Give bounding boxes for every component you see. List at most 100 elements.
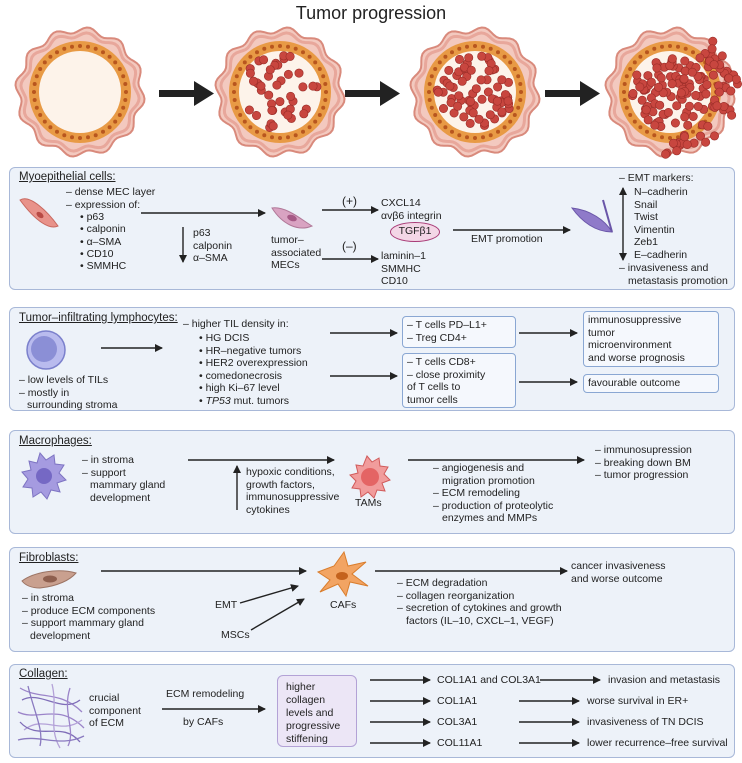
tams-label: TAMs [355, 497, 382, 509]
mec-downregulated-list: p63 calponin α–SMA [193, 227, 232, 265]
collagen-left-line: component [89, 704, 141, 717]
stiff-line: levels and [286, 707, 334, 719]
macrophage-icon [21, 451, 67, 500]
tam-mec-label: tumor– associated MECs [271, 234, 321, 272]
emt-up-list: N–cadherin Snail Twist Vimentin Zeb1 E–c… [634, 186, 688, 261]
til-density-list: • HG DCIS • HR–negative tumors • HER2 ov… [199, 332, 308, 407]
caf-effects: – ECM degradation – collagen reorganizat… [397, 577, 562, 627]
invasiveness-text: – invasiveness and metastasis promotion [619, 262, 728, 287]
caf-effect-line: – collagen reorganization [397, 589, 515, 602]
remodel-label-bottom: by CAFs [183, 716, 224, 728]
macrophage-outcome: – immunosupression – breaking down BM – … [595, 444, 692, 482]
mec-marker: • CD10 [80, 247, 114, 260]
up-item: CXCL14 [381, 197, 421, 209]
emt-up-item: Snail [634, 198, 658, 211]
caf-effect-line: factors (IL–10, CXCL–1, VEGF) [406, 614, 554, 627]
mec-marker: • SMMHC [80, 260, 127, 273]
factor-line: cytokines [246, 503, 290, 516]
arrow-icon [345, 81, 400, 106]
tam-mec-cell-icon [271, 207, 314, 229]
box-line: – T cells CD8+ [407, 356, 476, 368]
tam-mec-label-line: tumor– [271, 234, 304, 246]
til-left-text: – low levels of TILs – mostly in surroun… [19, 374, 117, 412]
factor-line: immunosuppressive [246, 491, 340, 503]
box-line: – close proximity [407, 368, 486, 381]
gene-col3a1: COL3A1 [437, 716, 478, 728]
emt-cell-icon [570, 199, 613, 233]
factor-line: growth factors, [246, 478, 315, 491]
caf-effect-line: – ECM degradation [397, 577, 488, 589]
emt-up-item: Zeb1 [634, 236, 658, 248]
gene-col1a1-col3a1: COL1A1 and COL3A1 [437, 674, 541, 686]
upregulated-list: CXCL14 αvβ6 integrin [381, 197, 442, 222]
box-line: – Treg CD4+ [407, 331, 467, 344]
gene-col11a1: COL11A1 [437, 737, 483, 749]
fibro-outcome-line: cancer invasiveness [571, 560, 666, 572]
panel-myoepithelial [9, 167, 735, 290]
macro-left-line: development [90, 491, 151, 504]
til-density-title: – higher TIL density in: [183, 318, 289, 330]
macro-outcome-line: – immunosupression [595, 444, 692, 456]
stiff-line: stiffening [286, 733, 328, 745]
macro-left-line: – in stroma [82, 454, 134, 466]
til-heading: Tumor–infiltrating lymphocytes: [19, 312, 178, 324]
collagen-left-line: of ECM [89, 717, 125, 729]
outcome-recurrence: lower recurrence–free survival [587, 737, 728, 749]
low-item: SMMHC [381, 262, 421, 275]
caf-effect-line: – secretion of cytokines and growth [397, 602, 562, 614]
low-list: laminin–1 SMMHC CD10 [381, 250, 426, 288]
page-title: Tumor progression [295, 3, 447, 23]
outcome-line: tumor [588, 326, 615, 339]
fibro-left-line: – support mammary gland [22, 617, 144, 629]
plus-sign: (+) [342, 194, 357, 208]
mec-description: – dense MEC layer – expression of: [66, 186, 155, 211]
fibroblast-outcome: cancer invasiveness and worse outcome [571, 560, 666, 585]
macro-left-line: mammary gland [90, 479, 166, 491]
til-outcome-immunosuppressive: immunosuppressive tumor microenvironment… [583, 311, 719, 367]
fibroblasts-heading: Fibroblasts: [19, 552, 79, 564]
til-left-line: – low levels of TILs [19, 374, 109, 386]
macro-outcome-line: – tumor progression [595, 469, 689, 481]
macro-outcome-line: – breaking down BM [595, 456, 691, 469]
mec-cell-icon [19, 198, 59, 228]
collagen-stiffening-box: higher collagen levels and progressive s… [277, 675, 357, 747]
box-line: – T cells PD–L1+ [407, 319, 487, 331]
til-left-line: surrounding stroma [27, 399, 118, 411]
factor-line: hypoxic conditions, [246, 466, 335, 478]
effect-line: migration promotion [442, 474, 535, 487]
tam-mec-label-line: associated [271, 246, 322, 259]
til-box-cd8: – T cells CD8+ – close proximity of T ce… [402, 353, 516, 408]
density-item: • HG DCIS [199, 332, 250, 344]
collagen-heading: Collagen: [19, 668, 68, 680]
tgfb1-badge: TGFβ1 [390, 222, 440, 242]
mec-desc-line: – dense MEC layer [66, 186, 156, 198]
mec-marker: • p63 [80, 211, 105, 223]
emt-markers-title: – EMT markers: [619, 172, 694, 184]
up-item: αvβ6 integrin [381, 209, 442, 222]
tam-effects: – angiogenesis and migration promotion –… [433, 462, 553, 525]
arrow-icon [159, 81, 214, 106]
density-item: • comedonecrosis [199, 369, 283, 382]
tam-icon [349, 455, 391, 499]
emt-up-item: Twist [634, 211, 658, 223]
emt-down-item: E–cadherin [634, 248, 688, 261]
emt-source-label: EMT [215, 599, 238, 611]
density-item: • high Ki–67 level [199, 382, 280, 394]
emt-up-item: Vimentin [634, 223, 675, 236]
stiff-line: higher [286, 681, 316, 693]
duct-invasive-icon [604, 26, 742, 159]
fibroblast-icon [21, 570, 77, 589]
collagen-fibers-icon [17, 683, 85, 749]
effect-line: – production of proteolytic [433, 499, 554, 512]
macrophage-left-text: – in stroma – support mammary gland deve… [82, 454, 165, 504]
fibro-left-line: – produce ECM components [22, 604, 156, 617]
macrophage-factors: hypoxic conditions, growth factors, immu… [246, 466, 339, 516]
low-item: CD10 [381, 275, 408, 287]
arrow-icon [545, 81, 600, 106]
outcome-line: favourable outcome [588, 377, 681, 389]
caf-icon [316, 550, 369, 598]
collagen-left-line: crucial [89, 692, 120, 704]
down-item: calponin [193, 239, 233, 252]
mscs-source-label: MSCs [221, 629, 250, 641]
